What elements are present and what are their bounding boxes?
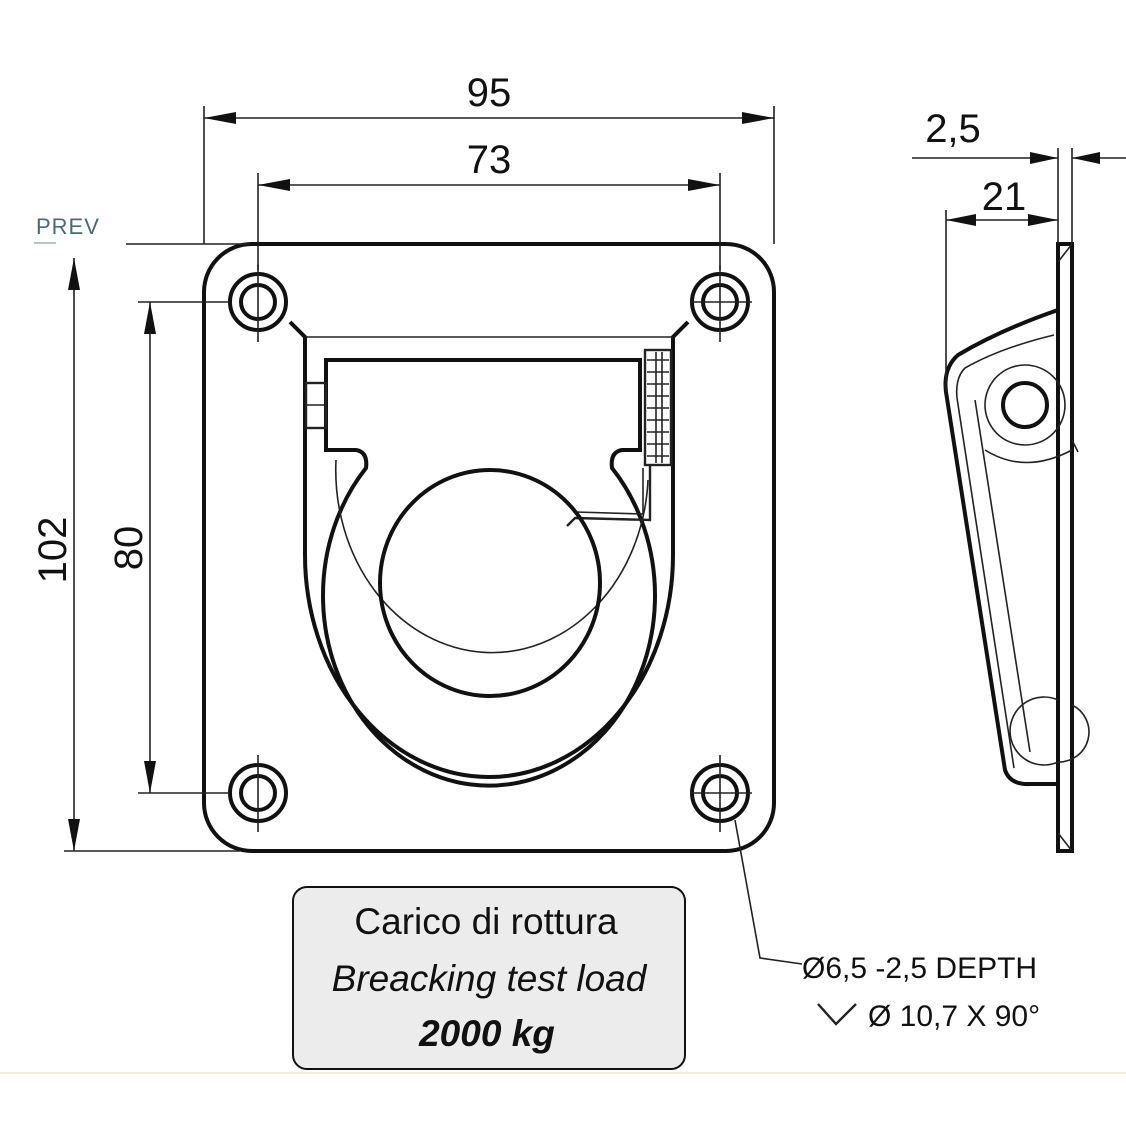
ring-handle-inner-edge [334,459,649,654]
hole-center-lines [257,265,752,832]
dimension-102-label: 102 [31,517,75,584]
side-upper-pin-outer [984,364,1066,446]
recess-pocket [288,320,690,779]
side-upper-pin-detail [984,449,1073,464]
hole-note-line2: Ø 10,7 X 90° [868,1000,1040,1033]
dimension-73-label: 73 [467,138,512,182]
prev-label: PREV [36,214,100,239]
front-view [202,242,776,853]
hole-note: Ø6,5 -2,5 DEPTH Ø 10,7 X 90° [734,819,1040,1033]
countersink-icon [817,1003,857,1026]
side-bracket [943,307,1060,787]
dimension-95: 95 [203,71,775,244]
load-box-english: Breacking test load [332,958,648,999]
dimension-21-label: 21 [982,175,1027,219]
dimension-73: 73 [257,138,721,270]
dimension-2-5: 2,5 [912,107,1126,244]
plate-outline [202,242,776,853]
spring-coils [647,352,669,463]
latch-wire [566,465,652,527]
latch-wire-2 [575,468,644,515]
dimension-95-label: 95 [467,71,512,115]
load-box: Carico di rottura Breacking test load 20… [292,886,686,1070]
dimension-21: 21 [945,175,1058,392]
side-view [943,242,1090,853]
side-upper-pin [1001,381,1049,429]
load-box-italian: Carico di rottura [354,901,618,942]
side-plate [1056,242,1074,853]
dimension-80-label: 80 [107,526,151,571]
dimension-102: 102 [31,243,250,852]
dimension-2-5-label: 2,5 [925,107,981,151]
prev-label-group: PREV [34,214,100,244]
ring-handle [321,358,657,788]
side-lower-pin-2 [1057,704,1090,763]
side-lower-pin [1009,696,1059,766]
dimension-80: 80 [107,301,230,794]
load-box-frame [292,886,686,1070]
central-opening [378,468,602,698]
spring-block [643,348,673,467]
side-bracket-inner2 [974,399,1031,753]
load-box-value: 2000 kg [418,1013,555,1054]
side-bracket-inner [955,334,1055,769]
hole-note-line1: Ø6,5 -2,5 DEPTH [802,952,1037,985]
